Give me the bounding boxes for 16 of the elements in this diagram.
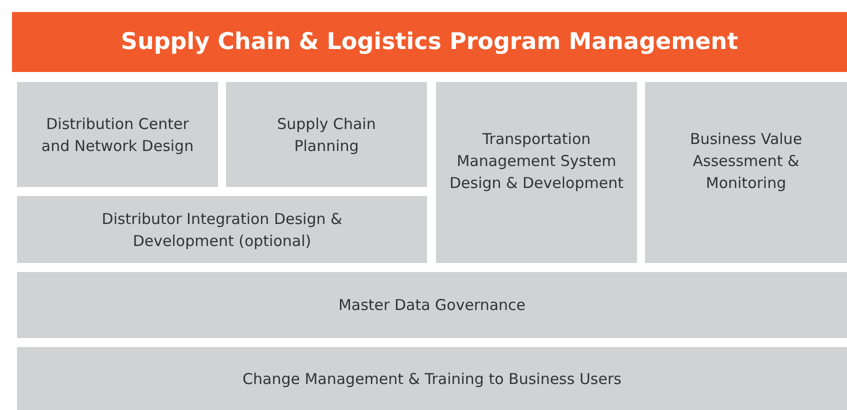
module-label: Master Data Governance [338,295,526,316]
header-band [12,12,847,72]
module-box [645,82,847,263]
module-box [17,347,847,410]
module-box [436,82,637,263]
module-label: Supply Chain Planning [276,114,377,156]
module-label: Distributor Integration Design & Development (optional) [100,208,344,252]
module-box [226,82,427,187]
module-label: Transportation Management System Design & Development [448,129,624,194]
module-box [17,82,218,187]
module-box [17,272,847,338]
module-label: Change Management & Training to Business Users [242,368,622,390]
module-label: Distribution Center and Network Design [40,114,195,156]
module-label: Business Value Assessment & Monitoring [688,129,804,194]
header-title: Supply Chain & Logistics Program Management [120,29,738,55]
module-box [17,196,427,263]
